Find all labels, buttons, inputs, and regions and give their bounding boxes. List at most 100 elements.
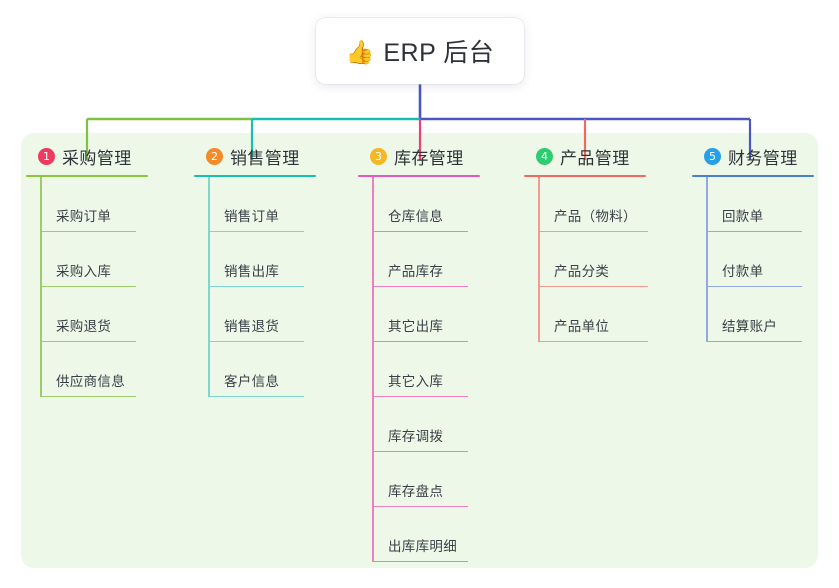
branch-number-badge: 3 bbox=[370, 147, 387, 165]
branch-header-3[interactable]: 3 库存管理 bbox=[358, 143, 508, 169]
leaf-item[interactable]: 客户信息 bbox=[194, 342, 344, 398]
leaf-item-underline bbox=[372, 396, 468, 398]
branch-vertical-stem bbox=[538, 177, 540, 343]
leaf-item[interactable]: 结算账户 bbox=[692, 287, 839, 343]
leaf-item-label: 产品分类 bbox=[554, 264, 610, 280]
diagram-panel bbox=[21, 133, 818, 568]
leaf-item-underline bbox=[208, 396, 304, 398]
branch-items: 销售订单销售出库销售退货客户信息 bbox=[194, 177, 344, 398]
leaf-item-label: 客户信息 bbox=[224, 374, 280, 390]
leaf-item[interactable]: 出库库明细 bbox=[358, 507, 508, 563]
leaf-item-label: 销售订单 bbox=[224, 209, 280, 225]
leaf-item-underline bbox=[208, 231, 304, 233]
leaf-item[interactable]: 产品（物料） bbox=[524, 177, 684, 233]
leaf-item-label: 其它出库 bbox=[388, 319, 444, 335]
branch-3[interactable]: 3 库存管理仓库信息产品库存其它出库其它入库库存调拨库存盘点出库库明细 bbox=[358, 143, 508, 563]
leaf-item-label: 结算账户 bbox=[722, 319, 778, 335]
leaf-item[interactable]: 采购退货 bbox=[26, 287, 176, 343]
branch-vertical-stem bbox=[208, 177, 210, 398]
branch-header-2[interactable]: 2 销售管理 bbox=[194, 143, 344, 169]
leaf-item[interactable]: 仓库信息 bbox=[358, 177, 508, 233]
leaf-item[interactable]: 库存调拨 bbox=[358, 397, 508, 453]
branch-label: 产品管理 bbox=[560, 148, 630, 168]
leaf-item-label: 出库库明细 bbox=[388, 539, 457, 555]
leaf-item-label: 产品库存 bbox=[388, 264, 444, 280]
leaf-item[interactable]: 销售出库 bbox=[194, 232, 344, 288]
leaf-item-label: 付款单 bbox=[722, 264, 764, 280]
branch-2[interactable]: 2 销售管理销售订单销售出库销售退货客户信息 bbox=[194, 143, 344, 398]
branch-vertical-stem bbox=[706, 177, 708, 343]
leaf-item[interactable]: 付款单 bbox=[692, 232, 839, 288]
branch-underline bbox=[524, 175, 646, 178]
leaf-item-underline bbox=[372, 561, 468, 563]
leaf-item-label: 采购订单 bbox=[56, 209, 112, 225]
leaf-item-label: 销售出库 bbox=[224, 264, 280, 280]
leaf-item[interactable]: 其它出库 bbox=[358, 287, 508, 343]
branch-vertical-stem bbox=[372, 177, 374, 563]
branch-label: 库存管理 bbox=[394, 148, 464, 168]
leaf-item-underline bbox=[372, 506, 468, 508]
root-title: ERP 后台 bbox=[383, 39, 495, 67]
leaf-item-underline bbox=[372, 451, 468, 453]
leaf-item-underline bbox=[40, 231, 136, 233]
branch-underline bbox=[692, 175, 814, 178]
leaf-item-label: 销售退货 bbox=[224, 319, 280, 335]
leaf-item-label: 产品单位 bbox=[554, 319, 610, 335]
leaf-item-underline bbox=[706, 286, 802, 288]
leaf-item[interactable]: 库存盘点 bbox=[358, 452, 508, 508]
branch-items: 采购订单采购入库采购退货供应商信息 bbox=[26, 177, 176, 398]
branch-items: 产品（物料） 产品分类产品单位 bbox=[524, 177, 684, 343]
branch-header-5[interactable]: 5 财务管理 bbox=[692, 143, 839, 169]
leaf-item-underline bbox=[538, 286, 648, 288]
leaf-item-underline bbox=[372, 286, 468, 288]
leaf-item-underline bbox=[538, 231, 648, 233]
leaf-item-label: 仓库信息 bbox=[388, 209, 444, 225]
leaf-item[interactable]: 产品分类 bbox=[524, 232, 684, 288]
thumbs-up-icon: 👍 bbox=[345, 38, 375, 65]
leaf-item-label: 库存盘点 bbox=[388, 484, 444, 500]
leaf-item-underline bbox=[706, 231, 802, 233]
branch-header-4[interactable]: 4 产品管理 bbox=[524, 143, 684, 169]
leaf-item-label: 采购退货 bbox=[56, 319, 112, 335]
leaf-item-label: 回款单 bbox=[722, 209, 764, 225]
leaf-item-label: 采购入库 bbox=[56, 264, 112, 280]
leaf-item-underline bbox=[538, 341, 648, 343]
leaf-item-underline bbox=[40, 341, 136, 343]
root-node-content: 👍 ERP 后台 bbox=[346, 33, 495, 69]
leaf-item-label: 库存调拨 bbox=[388, 429, 444, 445]
branch-number-badge: 2 bbox=[206, 147, 223, 165]
leaf-item[interactable]: 销售退货 bbox=[194, 287, 344, 343]
leaf-item[interactable]: 产品库存 bbox=[358, 232, 508, 288]
branch-items: 仓库信息产品库存其它出库其它入库库存调拨库存盘点出库库明细 bbox=[358, 177, 508, 563]
leaf-item[interactable]: 其它入库 bbox=[358, 342, 508, 398]
branch-4[interactable]: 4 产品管理产品（物料） 产品分类产品单位 bbox=[524, 143, 684, 343]
branch-number-badge: 5 bbox=[704, 147, 721, 165]
branch-5[interactable]: 5 财务管理回款单付款单结算账户 bbox=[692, 143, 839, 343]
leaf-item[interactable]: 采购订单 bbox=[26, 177, 176, 233]
branch-label: 财务管理 bbox=[728, 148, 798, 168]
root-node[interactable]: 👍 ERP 后台 bbox=[316, 18, 524, 84]
leaf-item-underline bbox=[40, 286, 136, 288]
branch-vertical-stem bbox=[40, 177, 42, 398]
leaf-item[interactable]: 供应商信息 bbox=[26, 342, 176, 398]
leaf-item-underline bbox=[208, 341, 304, 343]
leaf-item[interactable]: 采购入库 bbox=[26, 232, 176, 288]
branch-items: 回款单付款单结算账户 bbox=[692, 177, 839, 343]
leaf-item-underline bbox=[372, 341, 468, 343]
leaf-item-label: 其它入库 bbox=[388, 374, 444, 390]
leaf-item-underline bbox=[372, 231, 468, 233]
branch-underline bbox=[26, 175, 148, 178]
leaf-item[interactable]: 销售订单 bbox=[194, 177, 344, 233]
branch-underline bbox=[194, 175, 316, 178]
branch-number-badge: 4 bbox=[536, 147, 553, 165]
leaf-item[interactable]: 产品单位 bbox=[524, 287, 684, 343]
leaf-item-label: 产品（物料） bbox=[554, 209, 637, 225]
leaf-item-underline bbox=[208, 286, 304, 288]
leaf-item[interactable]: 回款单 bbox=[692, 177, 839, 233]
leaf-item-underline bbox=[706, 341, 802, 343]
branch-label: 销售管理 bbox=[230, 148, 300, 168]
branch-label: 采购管理 bbox=[62, 148, 132, 168]
